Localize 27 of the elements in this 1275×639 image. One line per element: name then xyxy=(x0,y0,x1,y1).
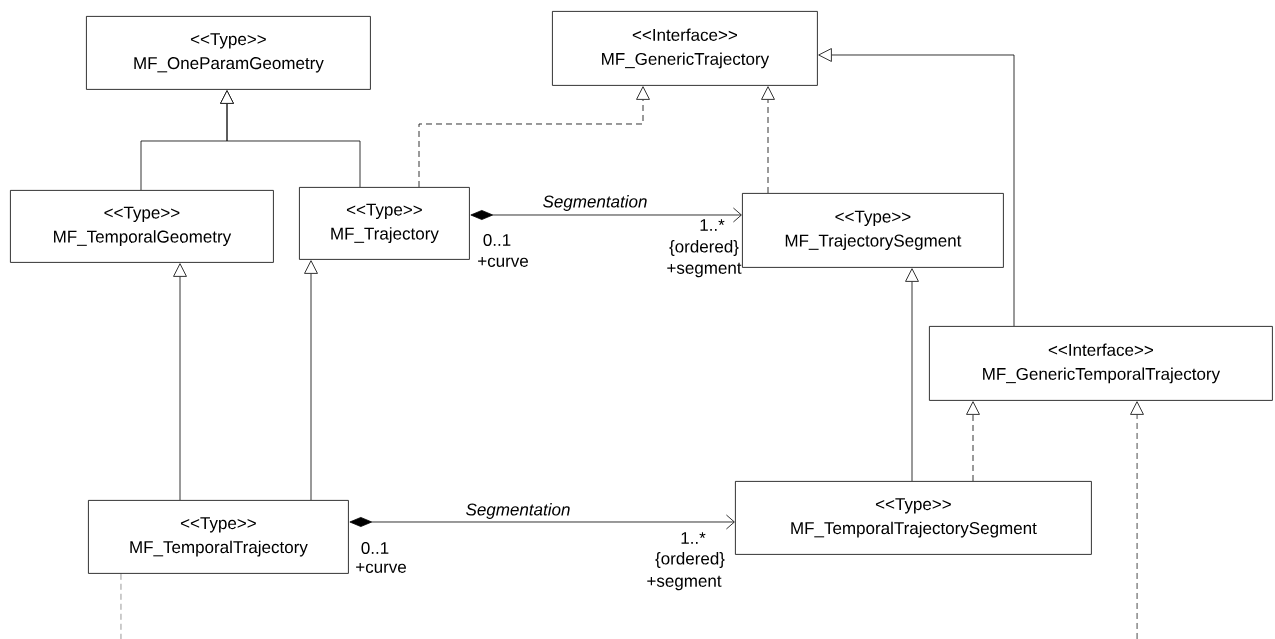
class-box: <<Type>> MF_OneParamGeometry xyxy=(86,16,371,90)
multiplicity-label: {ordered} xyxy=(655,552,725,568)
edge-label: Segmentation xyxy=(464,502,572,520)
connector xyxy=(349,514,735,530)
connector xyxy=(905,268,919,482)
connector xyxy=(220,90,361,188)
class-box: <<Type>> MF_TemporalGeometry xyxy=(10,190,274,263)
class-box: <<Interface>> MF_GenericTemporalTrajectory xyxy=(929,326,1273,401)
class-box: <<Type>> MF_TemporalTrajectorySegment xyxy=(735,481,1092,555)
class-box: <<Interface>> MF_GenericTrajectory xyxy=(552,11,818,86)
connector xyxy=(418,86,650,188)
connector xyxy=(1130,401,1144,639)
connector xyxy=(470,207,742,223)
connector xyxy=(761,86,775,194)
multiplicity-label: +segment xyxy=(647,575,722,591)
multiplicity-label: +curve xyxy=(478,257,528,267)
class-box: <<Type>> MF_TrajectorySegment xyxy=(742,193,1004,268)
class-box: <<Type>> MF_TemporalTrajectory xyxy=(88,500,349,574)
class-box: <<Type>> MF_Trajectory xyxy=(299,187,470,260)
connector xyxy=(818,48,1015,327)
connector xyxy=(304,260,318,501)
multiplicity-label: 1..* xyxy=(681,532,706,544)
connector xyxy=(173,263,187,501)
multiplicity-label: +segment xyxy=(667,262,742,278)
edge-label: Segmentation xyxy=(541,194,649,212)
multiplicity-label: 1..* xyxy=(700,219,725,231)
connector xyxy=(966,401,980,482)
